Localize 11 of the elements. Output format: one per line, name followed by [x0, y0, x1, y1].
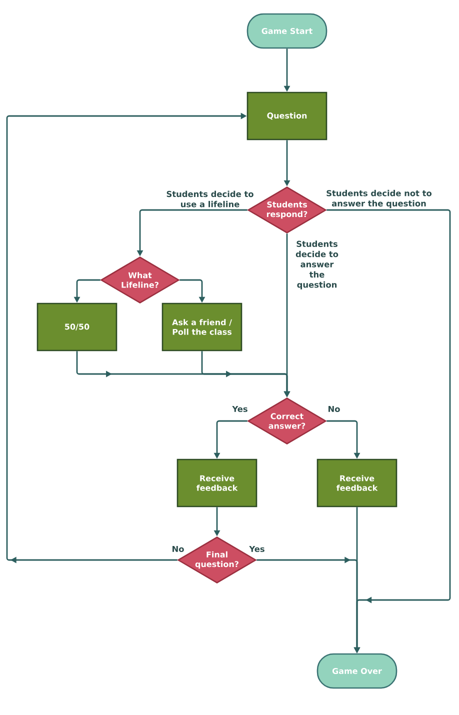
edge-label: Yes: [232, 406, 248, 412]
process-box: Receive feedback: [316, 458, 398, 508]
process-box: Receive feedback: [176, 458, 258, 508]
terminal-box: Game Start: [246, 13, 328, 49]
edge-label: Students decide not to answer the question: [326, 190, 432, 208]
process-box: 50/50: [36, 302, 118, 352]
edge-label: No: [328, 406, 340, 412]
process-box: Question: [246, 92, 328, 140]
terminal-box: Game Over: [316, 653, 398, 689]
process-box: Ask a friend / Poll the class: [162, 302, 242, 352]
edge-label: Students decide to answer the question: [296, 240, 338, 290]
